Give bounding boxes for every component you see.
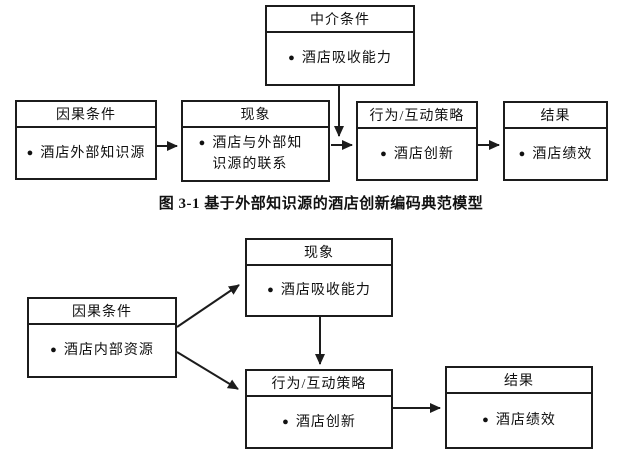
node-d1-mediating-condition: 中介条件 ● 酒店吸收能力 xyxy=(265,5,415,86)
bullet-icon: ● xyxy=(26,146,35,159)
node-header: 中介条件 xyxy=(267,7,413,33)
bullet-icon: ● xyxy=(518,147,527,160)
node-d2-outcome: 结果 ● 酒店绩效 xyxy=(445,366,593,449)
node-d2-causal-condition: 因果条件 ● 酒店内部资源 xyxy=(27,297,177,378)
node-d1-causal-condition: 因果条件 ● 酒店外部知识源 xyxy=(15,100,157,180)
node-d1-strategy: 行为/互动策略 ● 酒店创新 xyxy=(356,101,478,181)
bullet-icon: ● xyxy=(267,284,275,296)
node-d2-phenomenon: 现象 ● 酒店吸收能力 xyxy=(245,238,393,317)
bullet-icon: ● xyxy=(380,147,388,160)
node-body: ● 酒店创新 xyxy=(358,129,476,179)
bullet-icon: ● xyxy=(50,344,58,356)
node-item-text: 酒店内部资源 xyxy=(63,343,154,358)
node-item-text: 酒店吸收能力 xyxy=(280,283,371,298)
node-header: 行为/互动策略 xyxy=(358,103,476,129)
node-body: ● 酒店吸收能力 xyxy=(267,33,413,84)
bullet-icon: ● xyxy=(482,414,490,426)
node-d1-phenomenon: 现象 ● 酒店与外部知识源的联系 xyxy=(181,100,330,182)
node-d2-strategy: 行为/互动策略 ● 酒店创新 xyxy=(245,369,393,449)
node-header: 现象 xyxy=(247,240,391,266)
node-item-text: 酒店绩效 xyxy=(495,413,556,428)
node-item-text: 酒店吸收能力 xyxy=(301,51,392,66)
node-header: 行为/互动策略 xyxy=(247,371,391,397)
node-body: ● 酒店绩效 xyxy=(505,129,606,179)
bullet-icon: ● xyxy=(198,137,207,149)
node-header: 现象 xyxy=(183,102,328,128)
figure-caption: 图 3-1 基于外部知识源的酒店创新编码典范模型 xyxy=(158,196,484,212)
node-header: 因果条件 xyxy=(17,102,155,128)
node-item-text: 酒店与外部知识源的联系 xyxy=(212,136,303,172)
node-body: ● 酒店绩效 xyxy=(447,394,591,447)
node-header: 结果 xyxy=(505,103,606,129)
node-header: 因果条件 xyxy=(29,299,175,325)
bullet-icon: ● xyxy=(288,52,296,64)
node-body: ● 酒店创新 xyxy=(247,397,391,447)
node-header: 结果 xyxy=(447,368,591,394)
node-body: ● 酒店内部资源 xyxy=(29,325,175,376)
node-item-text: 酒店外部知识源 xyxy=(40,145,146,161)
arrow-d2-causal-to-strategy xyxy=(176,351,239,390)
node-item-text: 酒店创新 xyxy=(295,414,356,430)
node-item-text: 酒店创新 xyxy=(393,146,454,162)
node-body: ● 酒店吸收能力 xyxy=(247,266,391,315)
bullet-icon: ● xyxy=(282,415,290,428)
node-body: ● 酒店与外部知识源的联系 xyxy=(183,128,328,180)
node-body: ● 酒店外部知识源 xyxy=(17,128,155,178)
node-d1-outcome: 结果 ● 酒店绩效 xyxy=(503,101,608,181)
arrow-d2-causal-to-phenomenon xyxy=(176,284,240,328)
node-item-text: 酒店绩效 xyxy=(532,146,593,162)
